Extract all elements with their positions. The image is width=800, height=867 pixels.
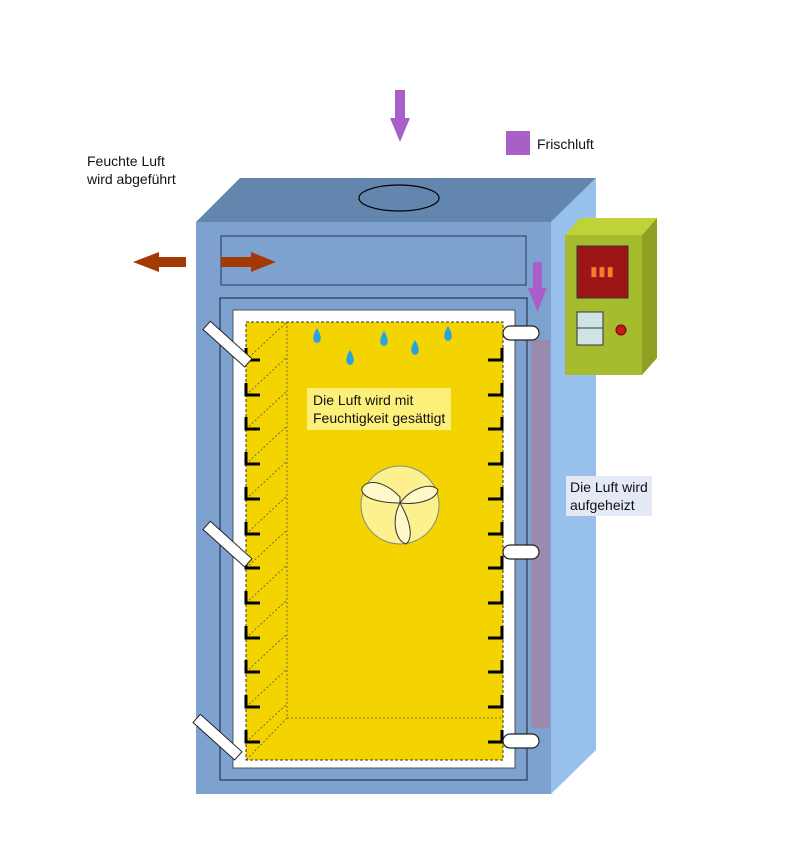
shelf-line bbox=[245, 390, 288, 430]
door-latches bbox=[502, 325, 540, 749]
water-drop-icon bbox=[444, 326, 452, 341]
shelf-bracket bbox=[488, 487, 504, 501]
water-drop-icon bbox=[313, 328, 321, 343]
water-drop-icon bbox=[346, 350, 354, 365]
shelf-line bbox=[245, 564, 288, 604]
fresh-air-legend-label: Frischluft bbox=[537, 136, 594, 152]
heater-element bbox=[531, 340, 550, 728]
controller-led bbox=[615, 324, 627, 336]
shelf-bracket bbox=[488, 383, 504, 397]
exhaust-arrow-icon bbox=[133, 252, 186, 272]
shelf-bracket bbox=[244, 383, 260, 397]
heating-label: Die Luft wird aufgeheizt bbox=[566, 476, 652, 516]
shelf-bracket bbox=[488, 417, 504, 431]
shelf-bracket bbox=[488, 522, 504, 536]
shelf-bracket bbox=[488, 591, 504, 605]
shelf-bracket bbox=[244, 730, 260, 744]
shelf-line bbox=[245, 599, 288, 639]
shelf-lines bbox=[245, 321, 288, 743]
shelf-line bbox=[245, 460, 288, 500]
shelf-line bbox=[245, 425, 288, 465]
shelf-bracket bbox=[244, 417, 260, 431]
fan-icon bbox=[360, 465, 440, 545]
shelf-bracket bbox=[244, 522, 260, 536]
air-intake-opening bbox=[358, 184, 440, 212]
water-drops bbox=[313, 326, 452, 365]
shelf-line bbox=[245, 703, 288, 743]
shelf-bracket bbox=[488, 556, 504, 570]
hinge-icon bbox=[192, 713, 243, 761]
shelf-line bbox=[245, 356, 288, 396]
shelf-bracket bbox=[244, 660, 260, 674]
fresh-air-legend-swatch bbox=[506, 131, 530, 155]
shelf-bracket bbox=[244, 452, 260, 466]
controller-display bbox=[576, 245, 629, 299]
shelf-bracket bbox=[244, 591, 260, 605]
humid-air-label: Feuchte Luft wird abgeführt bbox=[87, 153, 176, 187]
shelf-line bbox=[245, 495, 288, 535]
shelf-bracket bbox=[488, 660, 504, 674]
latch-icon bbox=[502, 325, 540, 341]
controller-display-digits: ▮▮▮ bbox=[590, 263, 614, 278]
water-drop-icon bbox=[411, 340, 419, 355]
shelf-brackets-right bbox=[488, 348, 504, 744]
shelf-line bbox=[245, 668, 288, 708]
saturation-label: Die Luft wird mit Feuchtigkeit gesättigt bbox=[307, 388, 452, 430]
shelf-bracket bbox=[488, 695, 504, 709]
water-drop-icon bbox=[380, 331, 388, 346]
door-hinges bbox=[192, 320, 253, 761]
shelf-bracket bbox=[488, 452, 504, 466]
shelf-bracket bbox=[488, 730, 504, 744]
shelf-bracket bbox=[244, 626, 260, 640]
fresh-air-arrow-icon bbox=[528, 262, 547, 312]
exhaust-arrow-icon bbox=[221, 252, 276, 272]
shelf-line bbox=[245, 321, 288, 361]
fresh-air-arrow-icon bbox=[390, 90, 410, 142]
latch-icon bbox=[502, 733, 540, 749]
hinge-icon bbox=[202, 320, 253, 368]
shelf-bracket bbox=[488, 626, 504, 640]
shelf-line bbox=[245, 529, 288, 569]
shelf-bracket bbox=[244, 487, 260, 501]
latch-icon bbox=[502, 544, 540, 560]
controller-box: ▮▮▮ bbox=[565, 218, 657, 375]
shelf-bracket bbox=[488, 348, 504, 362]
shelf-bracket bbox=[244, 695, 260, 709]
shelf-line bbox=[245, 633, 288, 673]
chamber-perspective bbox=[245, 322, 503, 761]
shelf-brackets-left bbox=[244, 348, 260, 744]
hinge-icon bbox=[202, 520, 253, 568]
